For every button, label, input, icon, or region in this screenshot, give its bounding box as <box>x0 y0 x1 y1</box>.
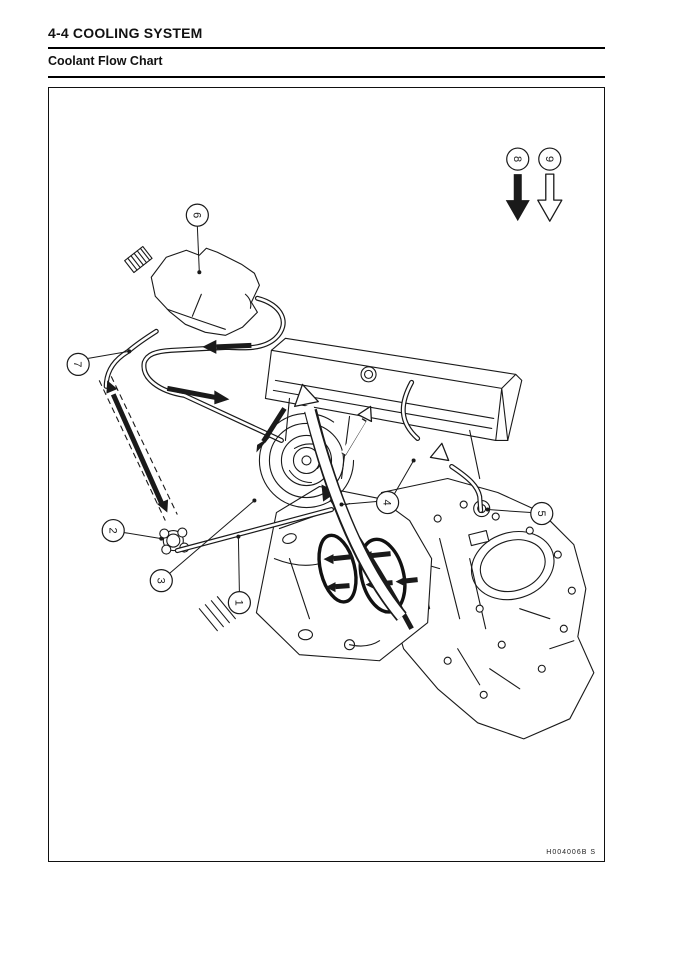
figure-code: H004006B S <box>546 849 596 856</box>
bolt-icons <box>433 500 576 699</box>
black-down-left-arrow <box>261 407 287 443</box>
svg-text:5: 5 <box>535 510 547 516</box>
legend: 8 9 <box>505 147 563 222</box>
callout-3-marker: 3 <box>149 569 173 593</box>
subsection-title: Coolant Flow Chart <box>48 54 163 68</box>
white-down-arrow-icon <box>537 173 563 222</box>
arrow-right-icon <box>214 390 230 405</box>
hidden-hose-dashed-line <box>98 380 166 521</box>
two-way-flow-arrow <box>110 393 164 504</box>
water-pipe <box>174 507 335 554</box>
engine-block <box>198 477 595 740</box>
hatch-marks <box>198 596 236 632</box>
coolant-flow-diagram: 1 2 3 4 5 6 7 8 <box>66 147 595 740</box>
svg-text:8: 8 <box>511 156 523 162</box>
callout-leaders <box>88 226 531 592</box>
figure-frame: 1 2 3 4 5 6 7 8 <box>48 87 605 862</box>
svg-text:4: 4 <box>381 499 393 505</box>
svg-text:9: 9 <box>543 156 555 162</box>
section-rule <box>48 47 605 49</box>
arrow-left-icon <box>202 339 217 354</box>
black-down-arrow-icon <box>505 174 530 222</box>
svg-text:2: 2 <box>106 528 118 534</box>
thermostat <box>159 527 190 555</box>
callout-1-marker: 1 <box>227 591 252 615</box>
callout-5-marker: 5 <box>530 501 554 526</box>
legend-9-white-arrow: 9 <box>537 147 563 222</box>
radiator <box>264 337 523 480</box>
tank-cap-icon <box>124 245 153 274</box>
section-title: 4-4 COOLING SYSTEM <box>48 25 203 41</box>
flow-arrows-black <box>106 339 252 513</box>
white-hose-arrowhead <box>429 442 450 462</box>
svg-text:3: 3 <box>154 578 166 584</box>
coolant-hoses <box>98 295 286 521</box>
white-up-right-arrow <box>357 405 373 423</box>
callout-7-marker: 7 <box>66 352 90 376</box>
reserve-tank <box>124 245 260 336</box>
cylinder-head <box>255 485 433 662</box>
main-flow-arrows <box>256 379 484 630</box>
cylinder-flow-arrows <box>323 551 418 593</box>
callout-6-marker: 6 <box>185 203 209 227</box>
callout-4-marker: 4 <box>375 490 400 515</box>
radiator-cap-icon <box>360 366 377 383</box>
svg-text:1: 1 <box>232 600 244 606</box>
callout-2-marker: 2 <box>101 518 125 543</box>
subsection-rule <box>48 76 605 78</box>
legend-8-black-arrow: 8 <box>505 147 530 222</box>
clutch-cover <box>470 531 555 601</box>
svg-text:6: 6 <box>190 212 202 218</box>
svg-text:7: 7 <box>71 361 83 367</box>
